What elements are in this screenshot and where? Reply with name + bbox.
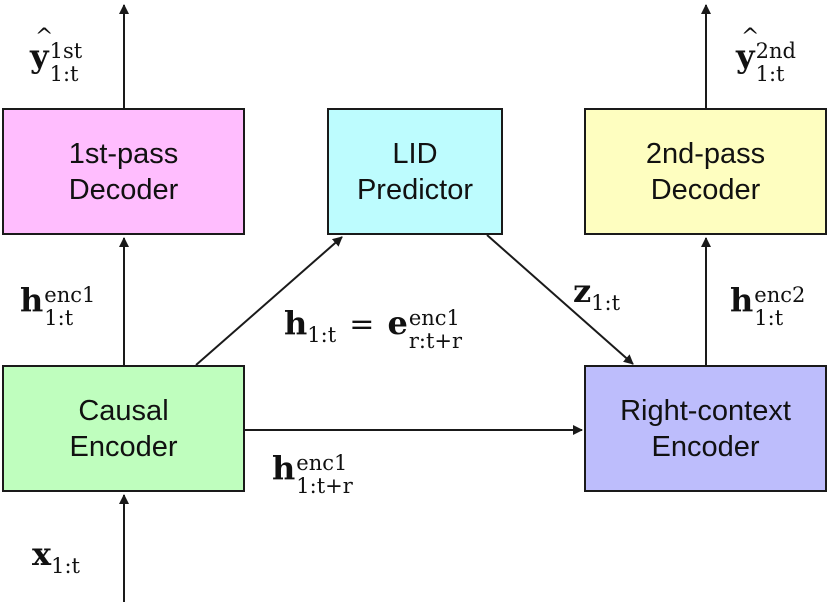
- label-h-eq-rhs-sup: enc1: [408, 306, 460, 331]
- label-h-enc1-tr-base: h: [272, 449, 296, 487]
- first-pass-decoder-line1: 1st-pass: [68, 137, 179, 170]
- label-h-eq-sign: =: [349, 307, 375, 342]
- first-pass-decoder-line2: Decoder: [68, 173, 179, 206]
- label-h-eq-lhs-sub: 1:t: [307, 323, 337, 347]
- lid-predictor-line1: LID: [392, 137, 438, 170]
- label-y-first-pass-sub: 1:t: [49, 61, 79, 86]
- causal-encoder-line1: Causal: [78, 394, 169, 427]
- label-y-first-pass-sup: 1st: [49, 39, 83, 64]
- label-z-sub: 1:t: [591, 291, 621, 315]
- label-h-enc1-tr-sup: enc1: [296, 451, 348, 476]
- label-z-base: z: [573, 272, 592, 310]
- label-x-sub: 1:t: [51, 554, 80, 578]
- causal-encoder-box: Causal Encoder: [2, 365, 245, 492]
- label-y-second-pass-sub: 1:t: [755, 61, 785, 86]
- label-h-enc2-sub: 1:t: [754, 305, 784, 330]
- label-h-eq-rhs-sub: r:t+r: [408, 328, 463, 353]
- right-context-encoder-line2: Encoder: [651, 430, 760, 463]
- label-y-first-pass-base: y: [30, 27, 53, 72]
- right-context-encoder-line1: Right-context: [620, 394, 791, 427]
- lid-predictor-box: LID Predictor: [327, 108, 503, 235]
- causal-encoder-line2: Encoder: [69, 430, 178, 463]
- first-pass-decoder-box: 1st-pass Decoder: [2, 108, 245, 235]
- label-h-enc2-base: h: [730, 281, 754, 319]
- label-x-base: x: [32, 535, 52, 573]
- label-y-second-pass-base: y: [736, 27, 759, 72]
- second-pass-decoder-box: 2nd-pass Decoder: [584, 108, 827, 235]
- arrow-lid-to-right-context: [486, 234, 634, 365]
- label-z: z1:t: [573, 275, 620, 314]
- label-h-enc1-sub: 1:t: [44, 305, 74, 330]
- label-h-enc1-tr-sub: 1:t+r: [296, 473, 353, 498]
- second-pass-decoder-line1: 2nd-pass: [645, 137, 766, 170]
- label-h-eq-lhs-base: h: [284, 304, 308, 342]
- label-y-second-pass-sup: 2nd: [755, 39, 796, 64]
- second-pass-decoder-line2: Decoder: [650, 173, 761, 206]
- label-h-enc1-base: h: [20, 281, 44, 319]
- label-h-eq-rhs-base: e: [387, 304, 408, 342]
- label-h-enc2-sup: enc2: [754, 283, 806, 308]
- arrow-causal-to-lid: [195, 236, 343, 366]
- right-context-encoder-box: Right-context Encoder: [584, 365, 827, 492]
- label-x: x1:t: [32, 538, 80, 577]
- lid-predictor-line2: Predictor: [356, 173, 474, 206]
- label-h-enc1-sup: enc1: [44, 283, 96, 308]
